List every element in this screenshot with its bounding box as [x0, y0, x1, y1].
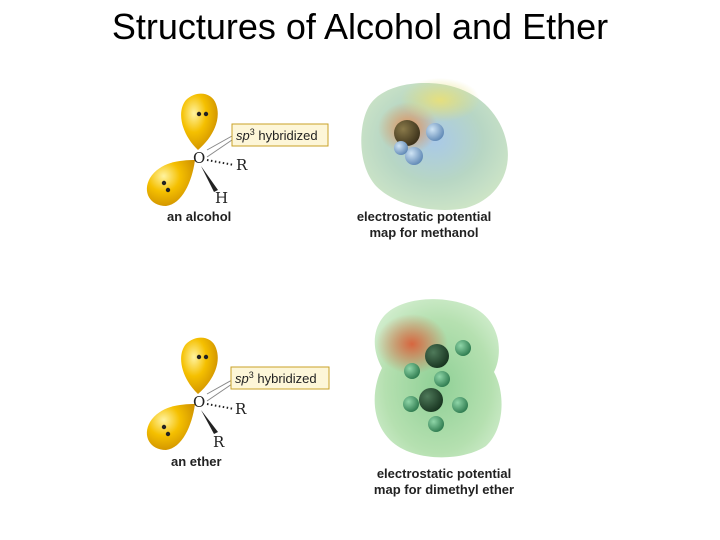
- methanol-hydrogen-ball-3: [394, 141, 408, 155]
- methanol-caption-line-2: map for methanol: [369, 225, 478, 240]
- alcohol-structure: sp3 hybridized O R H an alcohol: [146, 93, 329, 224]
- ether-upper-lobe: [181, 337, 218, 394]
- dimethyl-ether-hydrogen-ball-5: [452, 397, 468, 413]
- slide-title: Structures of Alcohol and Ether: [111, 6, 609, 47]
- alcohol-label-pointer-1: [206, 135, 233, 151]
- alcohol-lower-lone-pair-dot-2: [165, 187, 171, 193]
- dimethyl-ether-caption-line-2: map for dimethyl ether: [374, 482, 514, 497]
- ether-caption: an ether: [171, 454, 222, 469]
- ether-structure: sp3 hybridized O R R an ether: [146, 337, 330, 469]
- ether-lower-lone-pair-dot-2: [165, 431, 171, 437]
- dimethyl-ether-hydrogen-ball-3: [404, 363, 420, 379]
- alcohol-hydrogen-atom: H: [215, 189, 228, 207]
- methanol-caption-line-1: electrostatic potential: [357, 209, 491, 224]
- ether-r-group-1: R: [235, 400, 247, 418]
- alcohol-label-pointer-2: [206, 139, 233, 158]
- dimethyl-ether-hydrogen-ball-4: [403, 396, 419, 412]
- alcohol-caption: an alcohol: [167, 209, 231, 224]
- dimethyl-ether-electrostatic-map: electrostatic potential map for dimethyl…: [374, 299, 514, 497]
- alcohol-upper-lone-pair-dot-1: [196, 111, 202, 117]
- ether-r-group-2: R: [213, 433, 225, 451]
- methanol-neutral-region: [400, 78, 480, 122]
- alcohol-lower-lobe: [146, 160, 195, 206]
- ether-label-pointer-2: [206, 383, 233, 402]
- methanol-hydrogen-ball-2: [405, 147, 423, 165]
- dimethyl-ether-caption-line-1: electrostatic potential: [377, 466, 511, 481]
- ether-lower-lobe: [146, 404, 195, 450]
- methanol-hydrogen-ball-1: [426, 123, 444, 141]
- ether-hybrid-label-box: [230, 366, 330, 390]
- ether-label-pointer-1: [206, 379, 233, 395]
- ether-upper-lone-pair-dot-1: [196, 354, 202, 360]
- dimethyl-ether-hydrogen-ball-1: [455, 340, 471, 356]
- dimethyl-ether-hydrogen-ball-2: [434, 371, 450, 387]
- alcohol-upper-lone-pair-dot-2: [203, 111, 209, 117]
- alcohol-oxygen-atom: O: [193, 149, 205, 167]
- dimethyl-ether-carbon-ball: [419, 388, 443, 412]
- methanol-oxygen-ball: [394, 120, 420, 146]
- dimethyl-ether-oxygen-ball: [425, 344, 449, 368]
- alcohol-hybrid-label: sp3 hybridized: [236, 127, 318, 143]
- alcohol-r-group: R: [236, 156, 248, 174]
- ether-hashed-bond: [206, 403, 235, 410]
- ether-upper-lone-pair-dot-2: [203, 354, 209, 360]
- dimethyl-ether-hydrogen-ball-6: [428, 416, 444, 432]
- alcohol-hybrid-label-box: [231, 123, 329, 147]
- alcohol-hashed-bond: [206, 159, 235, 166]
- ether-oxygen-atom: O: [193, 393, 205, 411]
- methanol-electrostatic-map: electrostatic potential map for methanol: [357, 78, 508, 240]
- ether-wedge-bond: [201, 410, 218, 434]
- alcohol-upper-lobe: [181, 93, 218, 150]
- alcohol-lower-lone-pair-dot-1: [161, 180, 167, 186]
- ether-lower-lone-pair-dot-1: [161, 424, 167, 430]
- ether-hybrid-label: sp3 hybridized: [235, 370, 317, 386]
- alcohol-wedge-bond: [201, 166, 218, 192]
